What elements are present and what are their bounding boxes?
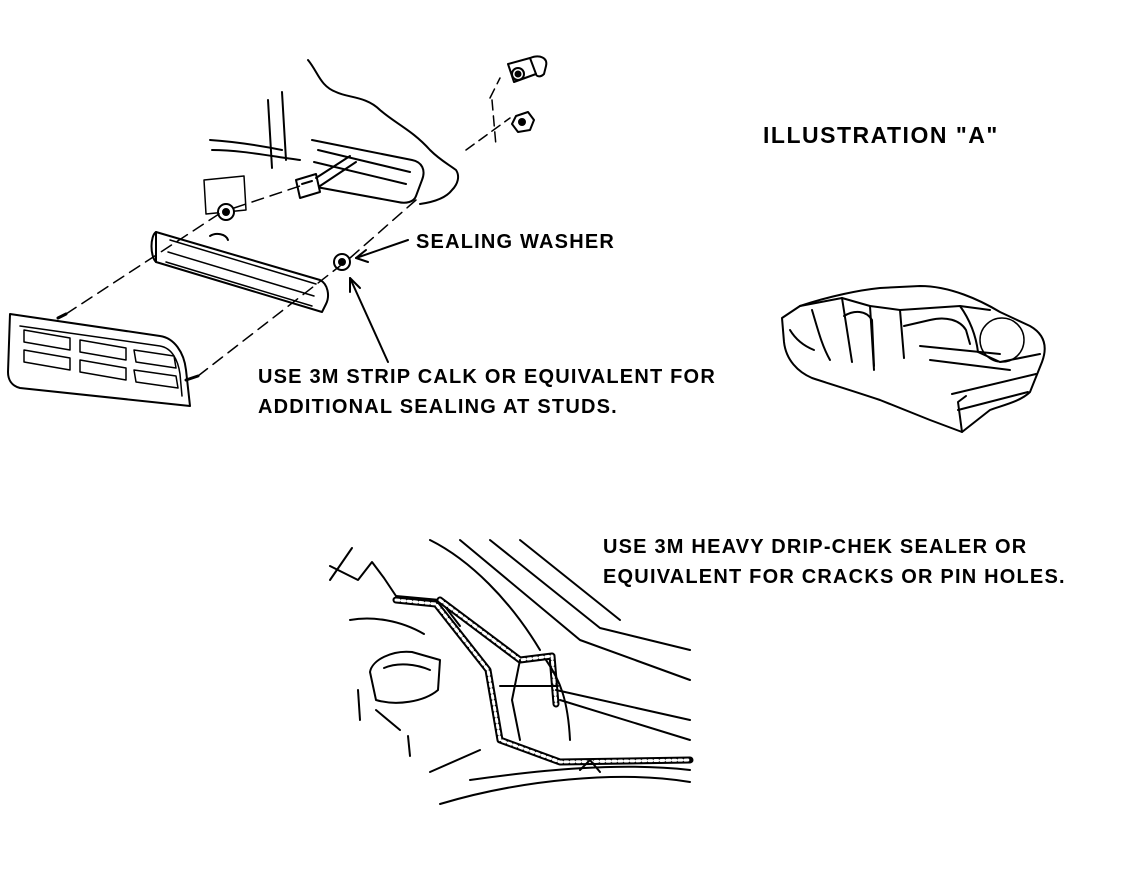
quarter-panel-edge (308, 60, 458, 204)
drip-chek-note: USE 3M HEAVY DRIP-CHEK SEALER OR EQUIVAL… (603, 532, 1066, 592)
strip-calk-note-line2: ADDITIONAL SEALING AT STUDS. (258, 396, 618, 418)
sealing-washer-label: SEALING WASHER (416, 231, 616, 253)
lamp-lens (8, 314, 190, 406)
calk-leader (350, 278, 388, 362)
retaining-nut (512, 112, 534, 132)
lamp-cavity (300, 140, 424, 203)
wire-socket (296, 174, 320, 198)
strip-calk-note: USE 3M STRIP CALK OR EQUIVALENT FOR ADDI… (258, 362, 716, 422)
locator-circle (980, 318, 1024, 362)
wheelhouse (370, 652, 440, 703)
washer-right (334, 254, 350, 270)
car-body-outline (782, 286, 1045, 432)
drip-chek-note-line2: EQUIVALENT FOR CRACKS OR PIN HOLES. (603, 566, 1066, 588)
push-clip (508, 56, 546, 82)
washer-leader (356, 240, 408, 258)
lamp-exploded-view (0, 0, 760, 440)
illustration-title: ILLUSTRATION "A" (763, 122, 999, 148)
washer-left (218, 204, 234, 220)
sealer-seam (396, 600, 690, 762)
drip-chek-note-line1: USE 3M HEAVY DRIP-CHEK SEALER OR (603, 536, 1028, 558)
strip-calk-note-line1: USE 3M STRIP CALK OR EQUIVALENT FOR (258, 366, 716, 388)
